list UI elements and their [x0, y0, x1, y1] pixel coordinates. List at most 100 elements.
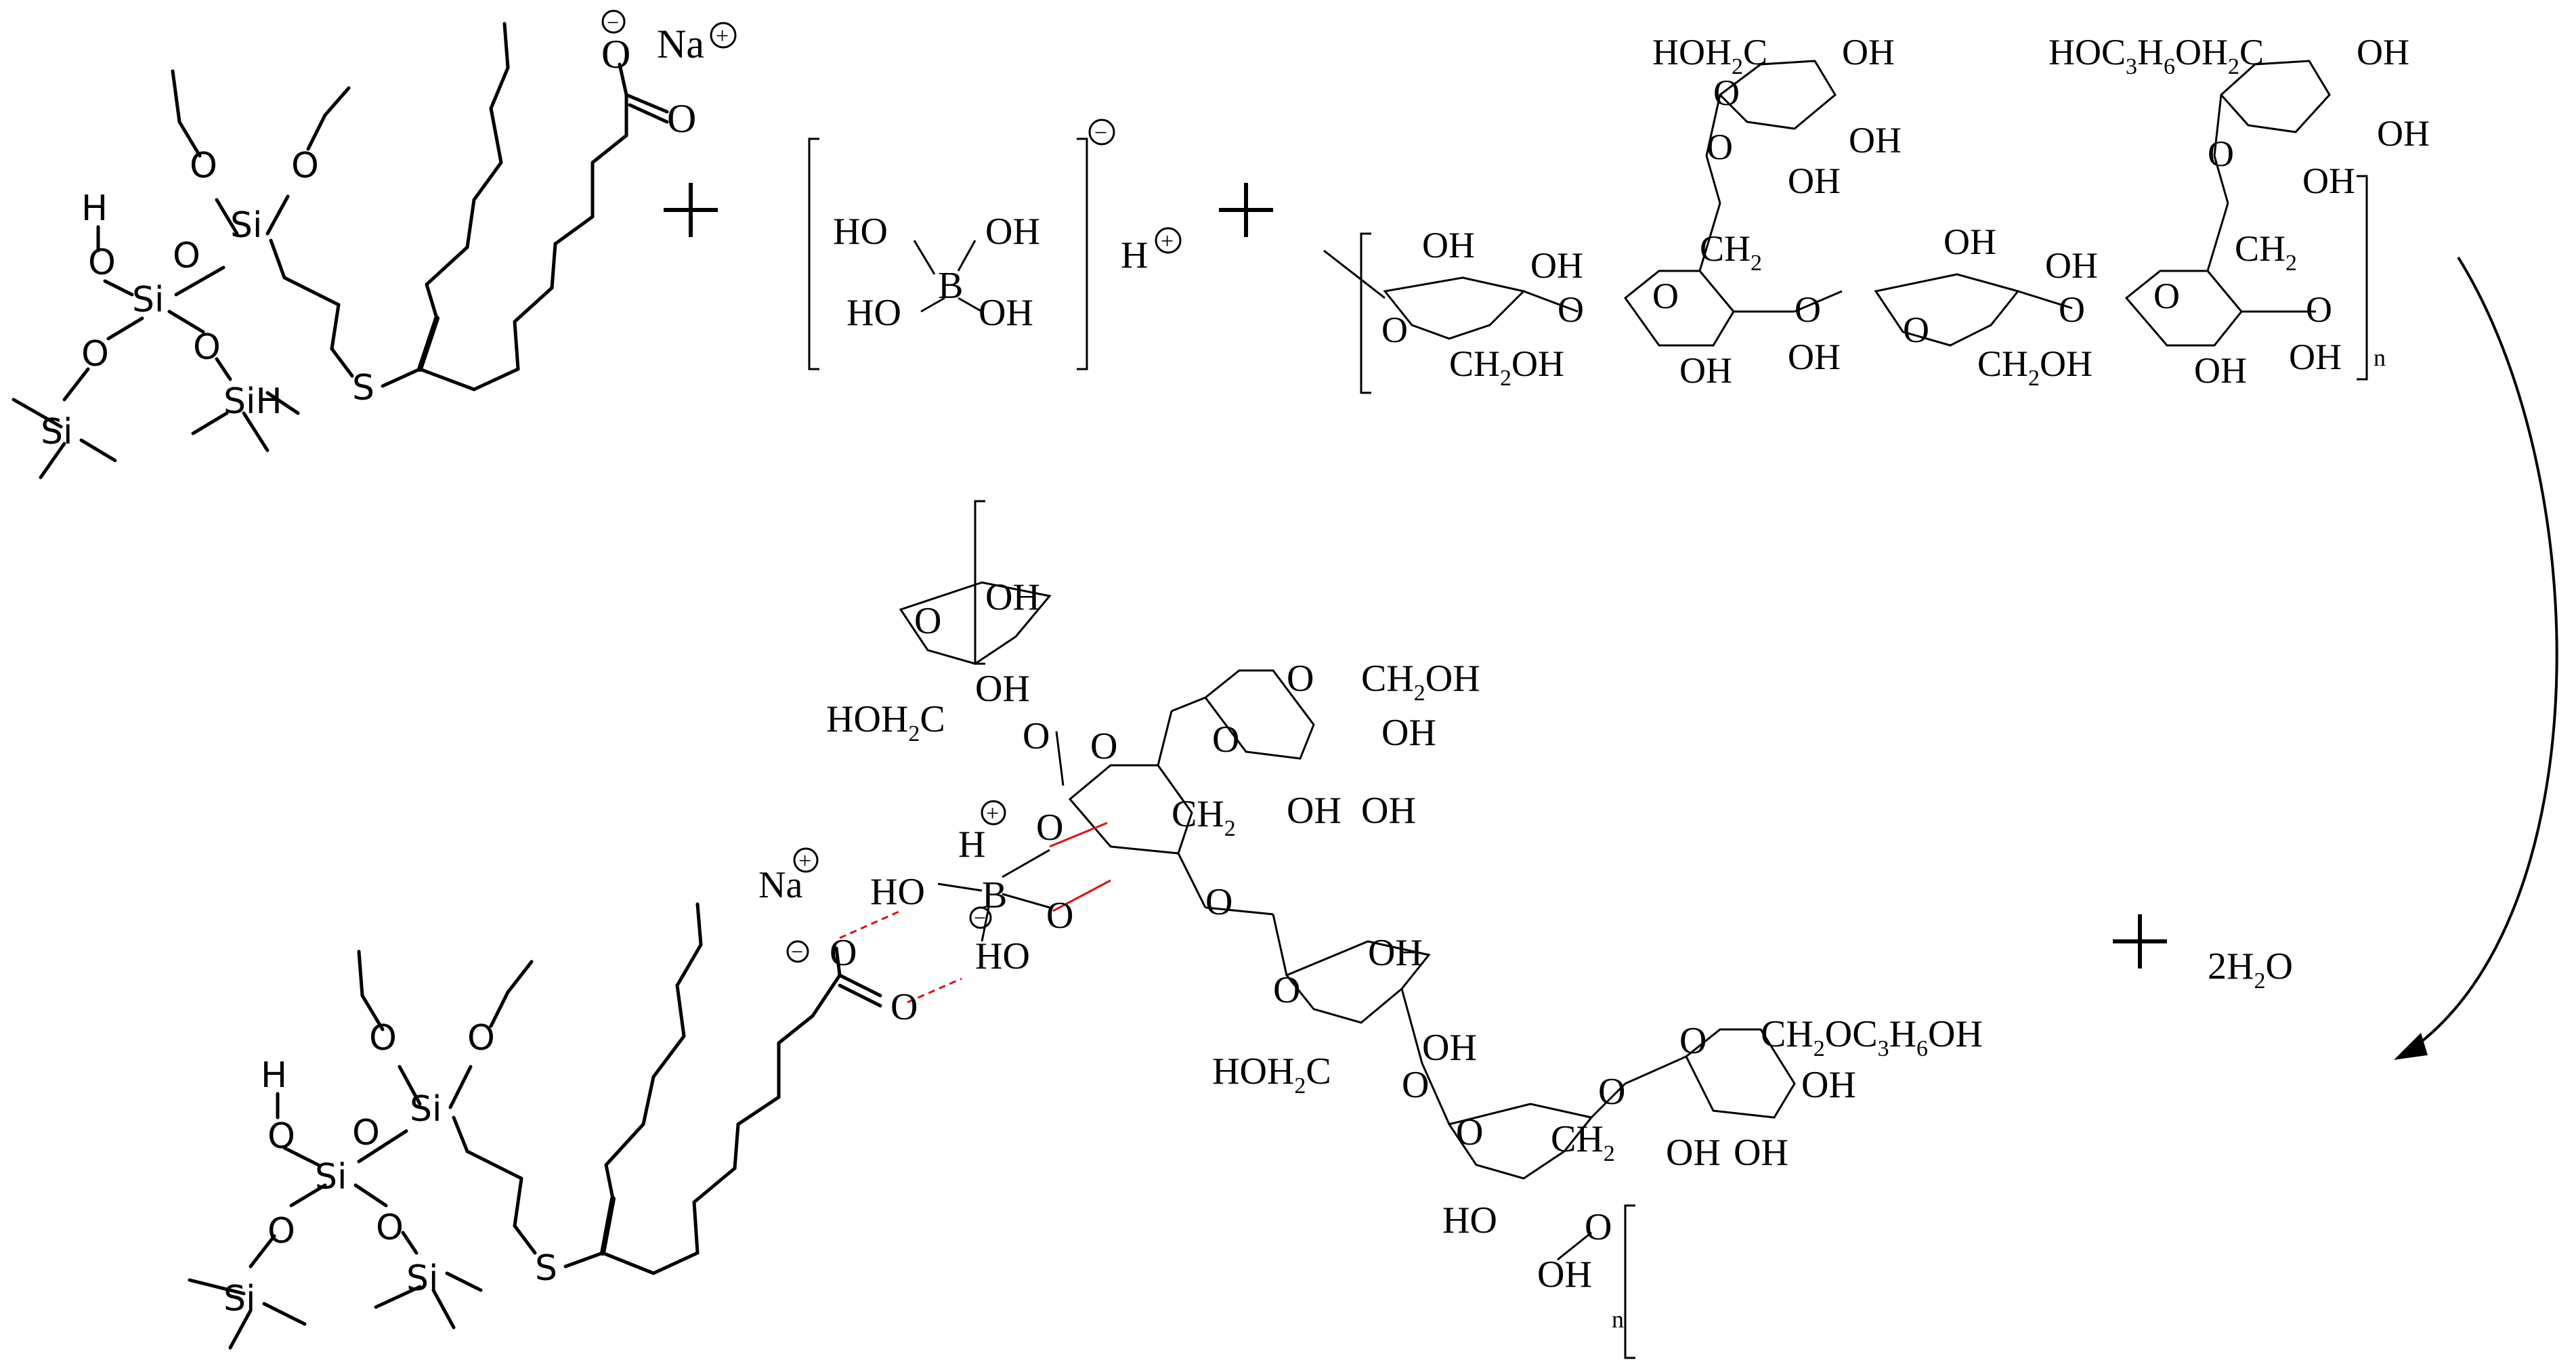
label-oh-prod8: OH [1537, 1254, 1592, 1296]
label-o-prod-ring4: O [1273, 969, 1300, 1011]
label-ho-product: HO [870, 871, 925, 913]
silane-fatty-acid-reactant [12, 22, 669, 479]
label-o-prod-ring2: O [1090, 725, 1117, 767]
label-oh-ring-top2: OH [2357, 32, 2409, 72]
label-oh-prod3: OH [1381, 712, 1436, 754]
label-oh-prod1: OH [985, 576, 1040, 618]
label-o-right: O [193, 327, 221, 368]
label-ch2-prod2: CH2 [1551, 1118, 1615, 1166]
label-b: B [938, 265, 963, 307]
label-ch2oh-r1: CH2OH [1449, 343, 1564, 391]
label-o-link: O [173, 236, 200, 276]
product-complex: Na HO B H O O HO O O OH OH HOH2C O O O C… [188, 500, 1983, 1359]
label-oh-r3: OH [1944, 221, 1996, 262]
label-oh-prod5: OH [1361, 790, 1416, 832]
label-sih-right: SiH [223, 381, 282, 422]
plus-charge-icon [710, 22, 737, 49]
label-oh-r1: OH [1422, 225, 1475, 265]
plus-sign-1 [664, 183, 718, 237]
h-plus-text: + [986, 801, 999, 826]
label-o-eth2-prod: O [467, 1018, 495, 1059]
label-o-r3: O [1903, 310, 1929, 350]
label-o-minus: O [601, 32, 630, 77]
label-oh-r2: OH [1788, 337, 1841, 377]
na-plus-text: + [798, 849, 811, 874]
minus-charge-icon [1088, 119, 1115, 146]
label-si-center: Si [132, 280, 164, 320]
label-o-prod-link2: O [1212, 719, 1239, 761]
label-hoc3h6oh2c: HOC3H6OH2C [2048, 32, 2264, 79]
label-h: H [81, 188, 108, 229]
label-hoh2c: HOH2C [1652, 32, 1767, 79]
label-oh-prod2: OH [975, 668, 1030, 710]
label-o-bridge3: O [2059, 289, 2085, 330]
bracket-right [1077, 137, 1088, 370]
silane-top-labels: H O Si O Si O O O O Si SiH S [41, 146, 374, 452]
bracket-left [1360, 232, 1371, 394]
label-o-prod-ring1: O [914, 600, 941, 642]
label-o-prod-link1: O [1023, 715, 1050, 757]
label-oh-ring-top-b: OH [1788, 161, 1841, 201]
plus-charge-text: + [716, 24, 729, 49]
label-o-left-prod: O [267, 1211, 295, 1252]
label-o-ethoxy1: O [190, 146, 217, 186]
boric-minus-text: − [1094, 121, 1107, 146]
label-o-link-1: O [1706, 127, 1733, 167]
plus-charge-icon [981, 800, 1006, 826]
label-oh-r2-b: OH [1679, 350, 1732, 391]
label-s: S [352, 368, 374, 408]
minus-charge-icon [601, 9, 626, 34]
borate-ester-bonds [1049, 822, 1111, 912]
label-si-upper: Si [230, 205, 262, 246]
label-o-right-prod: O [376, 1208, 404, 1248]
label-ho-prod3: HO [1442, 1199, 1497, 1241]
o-minus-text: − [791, 939, 803, 964]
label-o-double-product: O [890, 986, 918, 1028]
label-o-link-2: O [2208, 133, 2234, 174]
label-ho-tl: HO [833, 211, 888, 253]
label-o-bridge2: O [1795, 289, 1821, 330]
water-label: 2H2O [2208, 945, 2293, 994]
label-na: Na [657, 22, 704, 66]
label-o-prod-link3: O [1205, 881, 1232, 923]
label-hoh2c-prod2: HOH2C [1212, 1050, 1331, 1099]
label-oh-ring-top: OH [1842, 32, 1895, 72]
carboxylate-labels: O O Na + − [601, 9, 737, 141]
boric-acid-complex: HO OH B HO OH H − + [808, 119, 1182, 370]
label-oh-r3-right: OH [2045, 245, 2098, 286]
label-oh-prod11: OH [1734, 1132, 1788, 1174]
plus-charge-icon [1155, 227, 1182, 254]
label-o-prod-ring6: O [1679, 1020, 1706, 1062]
label-si-center-prod: Si [315, 1157, 347, 1197]
label-o-eth1-prod: O [369, 1018, 397, 1059]
hydrogen-bonds [839, 910, 962, 1004]
label-o-ester1: O [1036, 807, 1063, 849]
label-o-h: O [88, 242, 116, 283]
label-o-prod-ring3: O [1287, 658, 1314, 700]
label-o-r4: O [2153, 276, 2180, 316]
label-si-upper-prod: Si [410, 1089, 442, 1130]
bracket-product-left [974, 500, 985, 665]
label-o-prod-link4: O [1402, 1064, 1429, 1106]
label-o-bridge4: O [2306, 289, 2332, 330]
polysaccharide-reactant: HOH2C OH O OH OH O HOC3H6OH2C OH OH OH O… [1323, 32, 2430, 394]
label-o-link-prod: O [352, 1113, 380, 1153]
label-oh-prod4: OH [1287, 790, 1341, 832]
label-o-prod-ring5: O [1456, 1111, 1483, 1153]
minus-charge-icon [786, 940, 809, 963]
label-oh-ring-top2-b: OH [2302, 161, 2355, 201]
label-s-prod: S [535, 1248, 557, 1289]
label-o-ester2: O [1046, 895, 1073, 937]
bracket-product-right [1624, 1204, 1635, 1359]
label-oh-r4-b: OH [2194, 350, 2247, 391]
label-h-si-prod: H [261, 1055, 287, 1096]
label-h-proton: H [1121, 234, 1148, 276]
bracket-right [2357, 175, 2368, 381]
label-o-r1: O [1381, 310, 1408, 350]
minus-charge-text: − [607, 10, 619, 35]
label-oh-r1-right: OH [1530, 245, 1583, 286]
plus-sign-2 [1219, 183, 1273, 237]
label-o-minus-product: O [830, 932, 857, 974]
label-o-r2: O [1652, 276, 1679, 316]
